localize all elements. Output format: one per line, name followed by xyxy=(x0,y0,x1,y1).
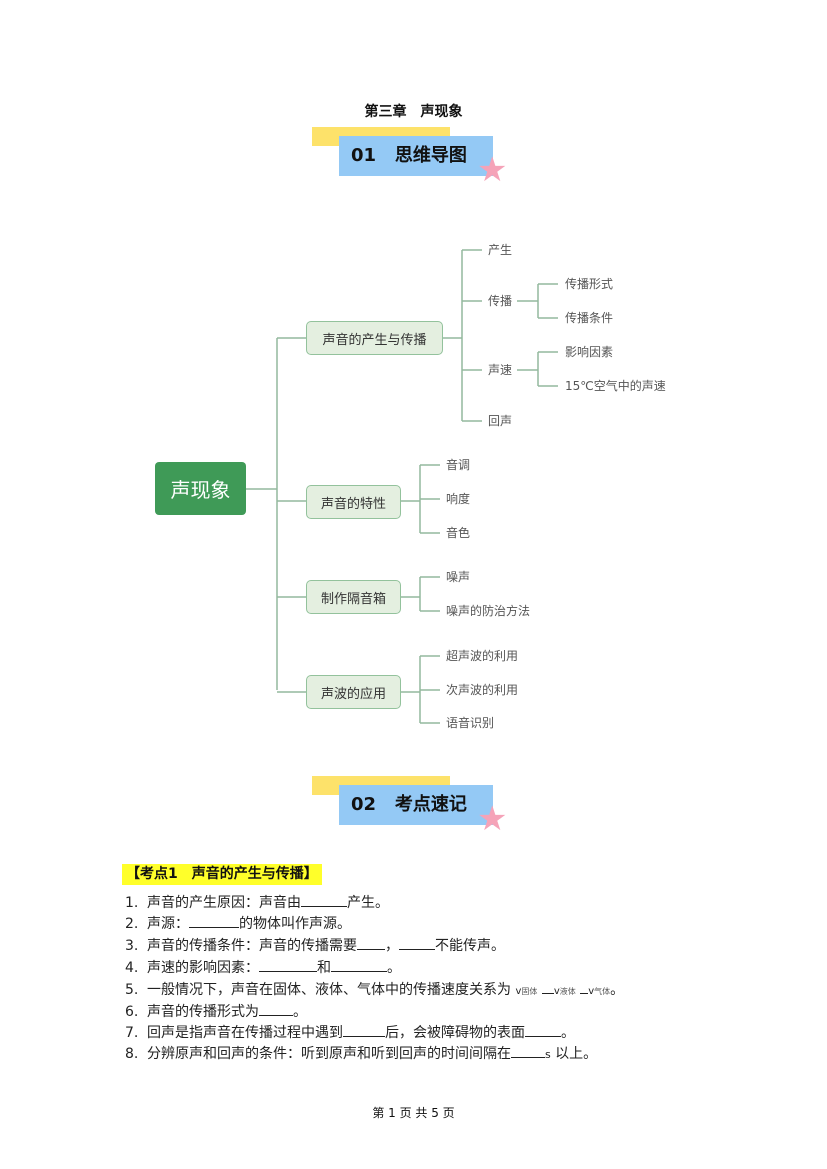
blank xyxy=(331,957,387,972)
item-text: s xyxy=(545,1048,551,1061)
leaf: 响度 xyxy=(446,492,471,506)
leaf: 音调 xyxy=(446,458,471,472)
blank xyxy=(525,1022,561,1037)
item-text: 一般情况下，声音在固体、液体、气体中的传播速度关系为 xyxy=(147,982,511,998)
subscript: 气体 xyxy=(594,987,611,996)
branch-characteristics: 声音的特性 xyxy=(306,485,401,519)
banner-label: 考点速记 xyxy=(394,794,467,815)
item-text: 和 xyxy=(317,960,331,976)
blank xyxy=(189,913,239,928)
leaf: 15℃空气中的声速 xyxy=(565,379,666,393)
branch-production-propagation: 声音的产生与传播 xyxy=(306,321,443,355)
blank xyxy=(301,892,347,907)
blank xyxy=(580,979,589,994)
blank xyxy=(511,1043,545,1058)
list-item: 8. 分辨原声和回声的条件：听到原声和听到回声的时间间隔在 s 以上。 xyxy=(125,1043,597,1064)
item-text: 产生。 xyxy=(347,895,389,911)
list-item: 6. 声音的传播形式为 。 xyxy=(125,1001,307,1021)
item-text: 。 xyxy=(293,1004,307,1020)
banner-label: 思维导图 xyxy=(394,145,467,166)
page-footer: 第 1 页 共 5 页 xyxy=(372,1106,455,1120)
item-number: 1. xyxy=(125,895,139,911)
leaf: 噪声的防治方法 xyxy=(446,604,531,618)
item-text: 分辨原声和回声的条件：听到原声和听到回声的时间间隔在 xyxy=(147,1046,511,1062)
item-text: 。 xyxy=(561,1025,575,1041)
star-icon: ★ xyxy=(477,150,508,190)
leaf: 产生 xyxy=(488,243,513,257)
item-number: 2. xyxy=(125,916,139,932)
blank xyxy=(259,957,317,972)
item-text: 声音的传播条件：声音的传播需要 xyxy=(147,938,357,954)
leaf: 声速 xyxy=(488,363,513,377)
banner-num: 01 xyxy=(351,145,377,166)
blank xyxy=(357,935,385,950)
leaf: 超声波的利用 xyxy=(446,649,519,663)
leaf: 音色 xyxy=(446,526,471,540)
blank xyxy=(343,1022,385,1037)
leaf: 传播形式 xyxy=(565,277,614,291)
leaf: 影响因素 xyxy=(565,345,614,359)
branch-soundproof-box: 制作隔音箱 xyxy=(306,580,401,614)
item-text: 声音的传播形式为 xyxy=(147,1004,259,1020)
item-text: 声音的产生原因：声音由 xyxy=(147,895,301,911)
branch-applications: 声波的应用 xyxy=(306,675,401,709)
item-text: 。 xyxy=(387,960,401,976)
item-text: 后，会被障碍物的表面 xyxy=(385,1025,525,1041)
subscript: 固体 xyxy=(521,987,538,996)
item-text: 的物体叫作声源。 xyxy=(239,916,351,932)
list-item: 1. 声音的产生原因：声音由 产生。 xyxy=(125,892,389,912)
list-item: 4. 声速的影响因素： 和 。 xyxy=(125,957,401,977)
subscript: 液体 xyxy=(559,987,576,996)
item-text: ， xyxy=(385,938,399,954)
item-number: 6. xyxy=(125,1004,139,1020)
item-number: 7. xyxy=(125,1025,139,1041)
section-heading: 【考点1 声音的产生与传播】 xyxy=(122,864,322,885)
item-text: 回声是指声音在传播过程中遇到 xyxy=(147,1025,343,1041)
item-text: 声源： xyxy=(147,916,189,932)
item-text: 。 xyxy=(610,982,625,998)
blank xyxy=(399,935,435,950)
blank xyxy=(259,1001,293,1016)
star-icon: ★ xyxy=(477,799,508,839)
list-item: 7. 回声是指声音在传播过程中遇到 后，会被障碍物的表面 。 xyxy=(125,1022,575,1042)
banner-keypoints: 02 考点速记 xyxy=(339,785,493,825)
item-text: 不能传声。 xyxy=(435,938,505,954)
leaf: 语音识别 xyxy=(446,716,495,730)
banner-mindmap: 01 思维导图 xyxy=(339,136,493,176)
item-text: 以上。 xyxy=(550,1046,598,1062)
list-item: 5.一般情况下，声音在固体、液体、气体中的传播速度关系为 v固体 v液体 v气体… xyxy=(125,979,624,1001)
list-item: 2. 声源： 的物体叫作声源。 xyxy=(125,913,351,933)
chapter-title: 第三章 声现象 xyxy=(364,104,463,120)
item-text: v xyxy=(588,986,595,997)
leaf: 传播 xyxy=(488,294,513,308)
banner-num: 02 xyxy=(351,794,377,815)
item-number: 5. xyxy=(125,982,139,998)
leaf: 回声 xyxy=(488,414,513,428)
item-text: 声速的影响因素： xyxy=(147,960,259,976)
blank xyxy=(541,979,554,994)
leaf: 次声波的利用 xyxy=(446,683,519,697)
item-text: v xyxy=(553,986,560,997)
item-number: 3. xyxy=(125,938,139,954)
mindmap-root: 声现象 xyxy=(155,462,246,515)
item-text: v xyxy=(515,986,522,997)
item-number: 8. xyxy=(125,1046,139,1062)
list-item: 3. 声音的传播条件：声音的传播需要 ， 不能传声。 xyxy=(125,935,505,955)
leaf: 噪声 xyxy=(446,570,471,584)
leaf: 传播条件 xyxy=(565,311,614,325)
item-number: 4. xyxy=(125,960,139,976)
